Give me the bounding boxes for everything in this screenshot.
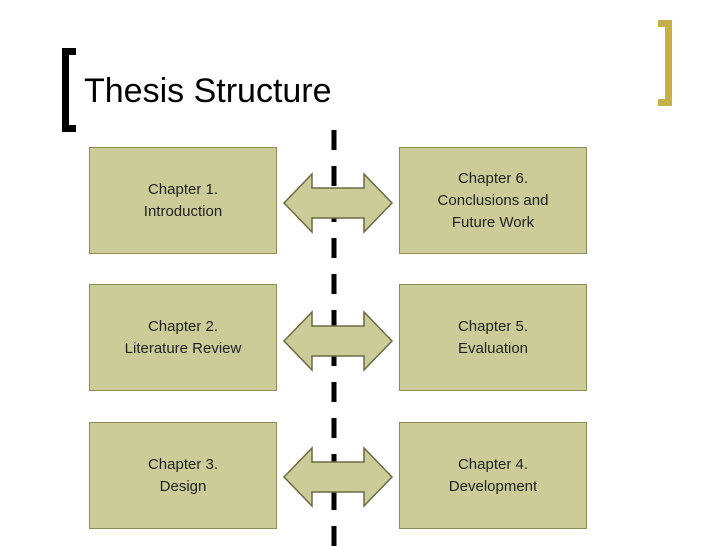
- double-arrow-3-4-icon: [282, 446, 394, 508]
- double-arrow-2-5-icon: [282, 310, 394, 372]
- chapter-box-6: Chapter 6. Conclusions and Future Work: [399, 147, 587, 254]
- chapter-box-2: Chapter 2. Literature Review: [89, 284, 277, 391]
- right-bracket-decoration: [658, 20, 672, 106]
- chapter-box-1: Chapter 1. Introduction: [89, 147, 277, 254]
- slide-title: Thesis Structure: [84, 72, 332, 110]
- double-arrow-1-6-icon: [282, 172, 394, 234]
- chapter-box-4: Chapter 4. Development: [399, 422, 587, 529]
- chapter-box-3: Chapter 3. Design: [89, 422, 277, 529]
- chapter-box-5: Chapter 5. Evaluation: [399, 284, 587, 391]
- left-bracket-decoration: [62, 48, 76, 132]
